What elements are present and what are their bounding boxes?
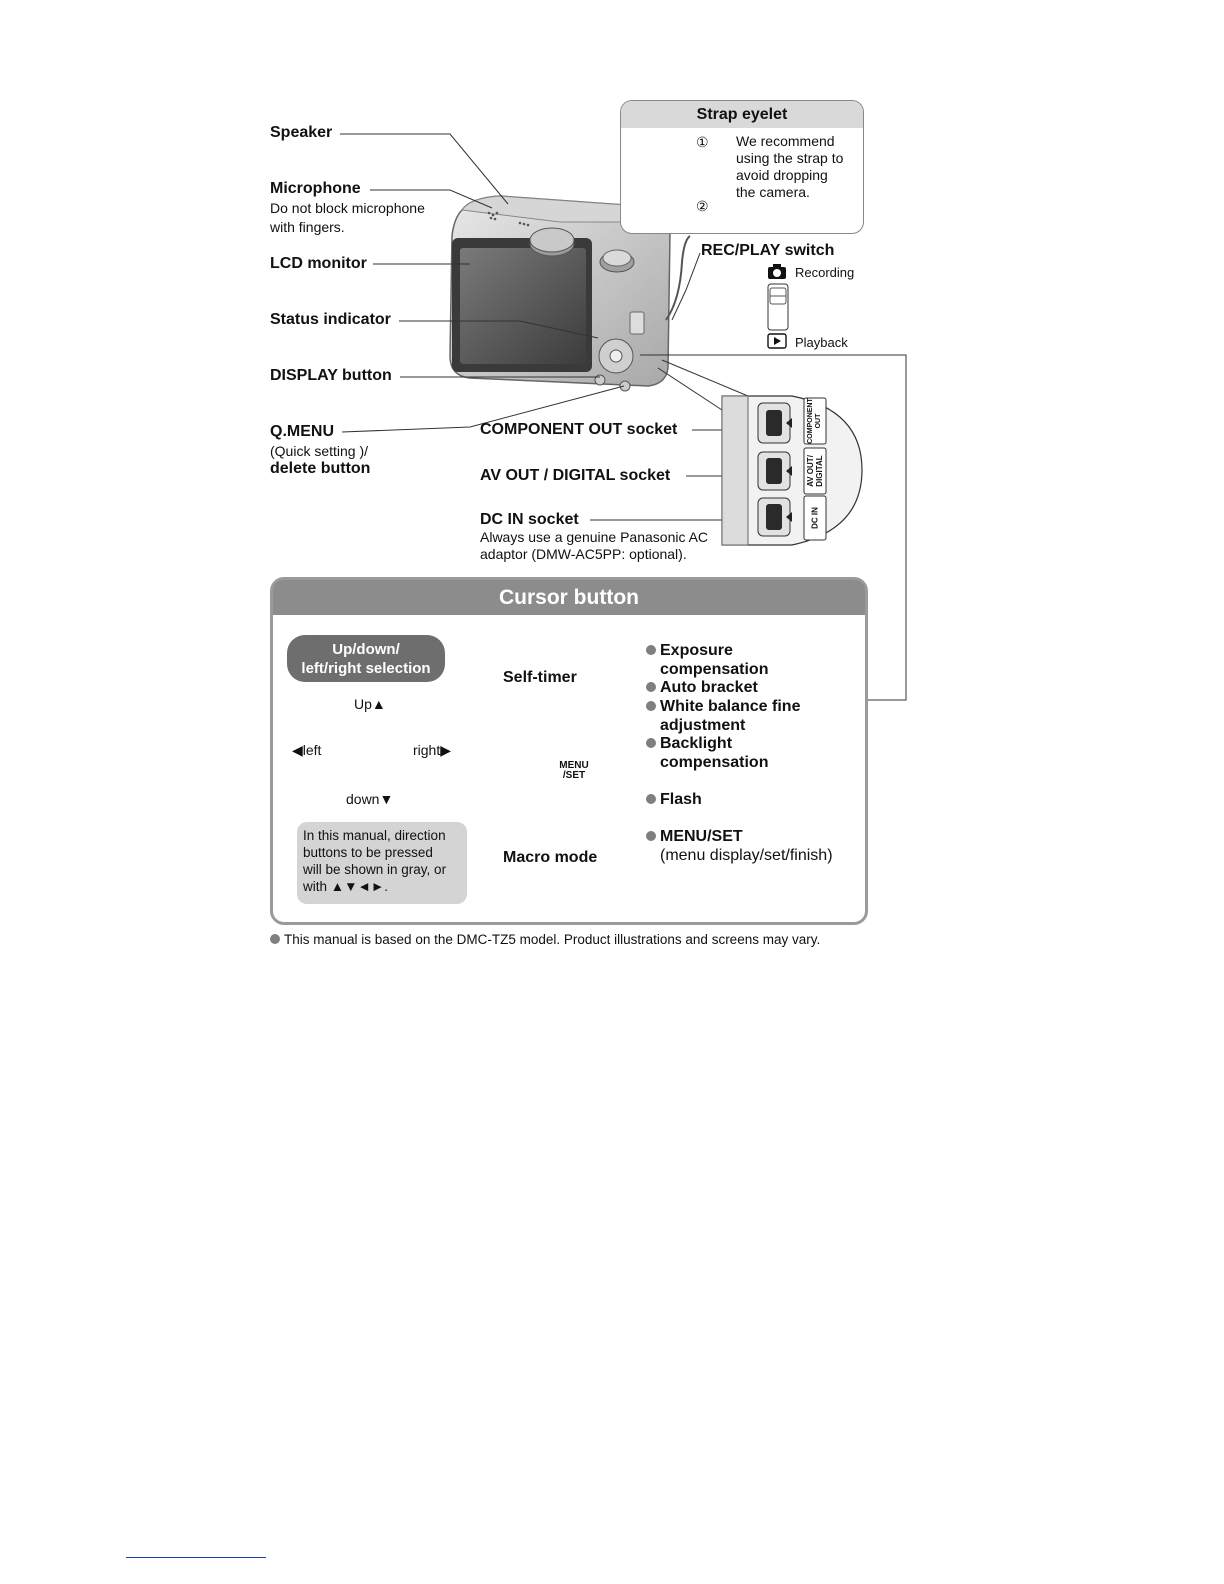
qmenu-sub-1: (Quick setting )/ <box>270 442 368 461</box>
up-label: Up▲ <box>354 695 386 714</box>
self-timer-label: Self-timer <box>503 669 577 687</box>
av-out-label: AV OUT / DIGITAL socket <box>480 467 670 485</box>
bullet-icon <box>646 682 656 692</box>
status-indicator-label: Status indicator <box>270 311 391 329</box>
left-label: ◀left <box>292 741 321 760</box>
bullet-icon <box>646 701 656 711</box>
macro-mode-label: Macro mode <box>503 849 597 867</box>
footer-text: This manual is based on the DMC-TZ5 mode… <box>284 932 820 947</box>
footnote-rule <box>126 1557 266 1558</box>
strap-text-1: We recommend <box>736 133 835 150</box>
socket-text-component-2: OUT <box>815 414 822 429</box>
qmenu-sub-2: delete button <box>270 460 370 478</box>
menuset-desc: (menu display/set/finish) <box>660 846 833 865</box>
bullet-icon <box>270 934 280 944</box>
pill-line-2: left/right selection <box>287 659 445 678</box>
note-line-3: will be shown in gray, or <box>303 861 461 878</box>
pill-line-1: Up/down/ <box>287 640 445 659</box>
lcd-monitor-label: LCD monitor <box>270 255 367 273</box>
bullet-icon <box>646 794 656 804</box>
qmenu-label: Q.MENU <box>270 423 334 441</box>
strap-text-2: using the strap to <box>736 150 843 167</box>
auto-bracket-text: Auto bracket <box>660 679 758 696</box>
microphone-note-1: Do not block microphone <box>270 199 425 218</box>
flash-text: Flash <box>660 791 702 808</box>
menu-set-center-label: MENU /SET <box>556 761 592 781</box>
menu-set-center-2: /SET <box>556 771 592 781</box>
socket-text-av-2: DIGITAL <box>815 455 824 486</box>
microphone-note-2: with fingers. <box>270 218 345 237</box>
wb-label-2: adjustment <box>660 717 745 735</box>
manual-note: In this manual, direction buttons to be … <box>297 822 467 904</box>
backlight-label-2: compensation <box>660 754 768 772</box>
exposure-text-1: Exposure <box>660 642 733 659</box>
menuset-text: MENU/SET <box>660 828 743 845</box>
component-out-label: COMPONENT OUT socket <box>480 421 677 439</box>
note-line-1: In this manual, direction <box>303 827 461 844</box>
socket-panel <box>722 396 862 545</box>
rec-play-legend <box>768 264 788 348</box>
auto-bracket-label: Auto bracket <box>646 679 758 697</box>
cursor-button-title: Cursor button <box>273 580 865 615</box>
exposure-label: Exposure <box>646 642 733 660</box>
socket-text-av-1: AV OUT/ <box>806 455 815 487</box>
footer-note: This manual is based on the DMC-TZ5 mode… <box>270 932 820 947</box>
note-line-4: with ▲▼◄►. <box>303 878 461 895</box>
note-line-2: buttons to be pressed <box>303 844 461 861</box>
playback-label: Playback <box>795 333 848 352</box>
socket-text-dc: DC IN <box>811 507 820 529</box>
recording-label: Recording <box>795 263 854 282</box>
right-label: right▶ <box>413 741 451 760</box>
bullet-icon <box>646 831 656 841</box>
strap-step-1: ① <box>696 133 709 152</box>
dc-in-label: DC IN socket <box>480 511 579 529</box>
backlight-text-1: Backlight <box>660 735 732 752</box>
exposure-label-2: compensation <box>660 661 768 679</box>
socket-text-component-1: COMPONENT <box>807 398 814 444</box>
speaker-label: Speaker <box>270 124 332 142</box>
down-label: down▼ <box>346 790 393 809</box>
microphone-label: Microphone <box>270 180 361 198</box>
bullet-icon <box>646 645 656 655</box>
bullet-icon <box>646 738 656 748</box>
strap-text-3: avoid dropping <box>736 167 828 184</box>
socket-label-av: AV OUT/ DIGITAL <box>804 448 826 494</box>
strap-text-4: the camera. <box>736 184 810 201</box>
wb-label: White balance fine <box>646 698 800 716</box>
wb-text-1: White balance fine <box>660 698 800 715</box>
selection-pill: Up/down/ left/right selection <box>287 635 445 682</box>
rec-play-switch-label: REC/PLAY switch <box>701 242 834 260</box>
strap-step-2: ② <box>696 197 709 216</box>
strap-eyelet-title: Strap eyelet <box>621 101 863 128</box>
dc-in-note-2: adaptor (DMW-AC5PP: optional). <box>480 545 687 564</box>
flash-label: Flash <box>646 791 702 809</box>
display-button-label: DISPLAY button <box>270 367 392 385</box>
socket-label-dc: DC IN <box>804 496 826 540</box>
menuset-label: MENU/SET <box>646 828 743 846</box>
socket-label-component: COMPONENT OUT <box>804 398 826 444</box>
backlight-label: Backlight <box>646 735 732 753</box>
